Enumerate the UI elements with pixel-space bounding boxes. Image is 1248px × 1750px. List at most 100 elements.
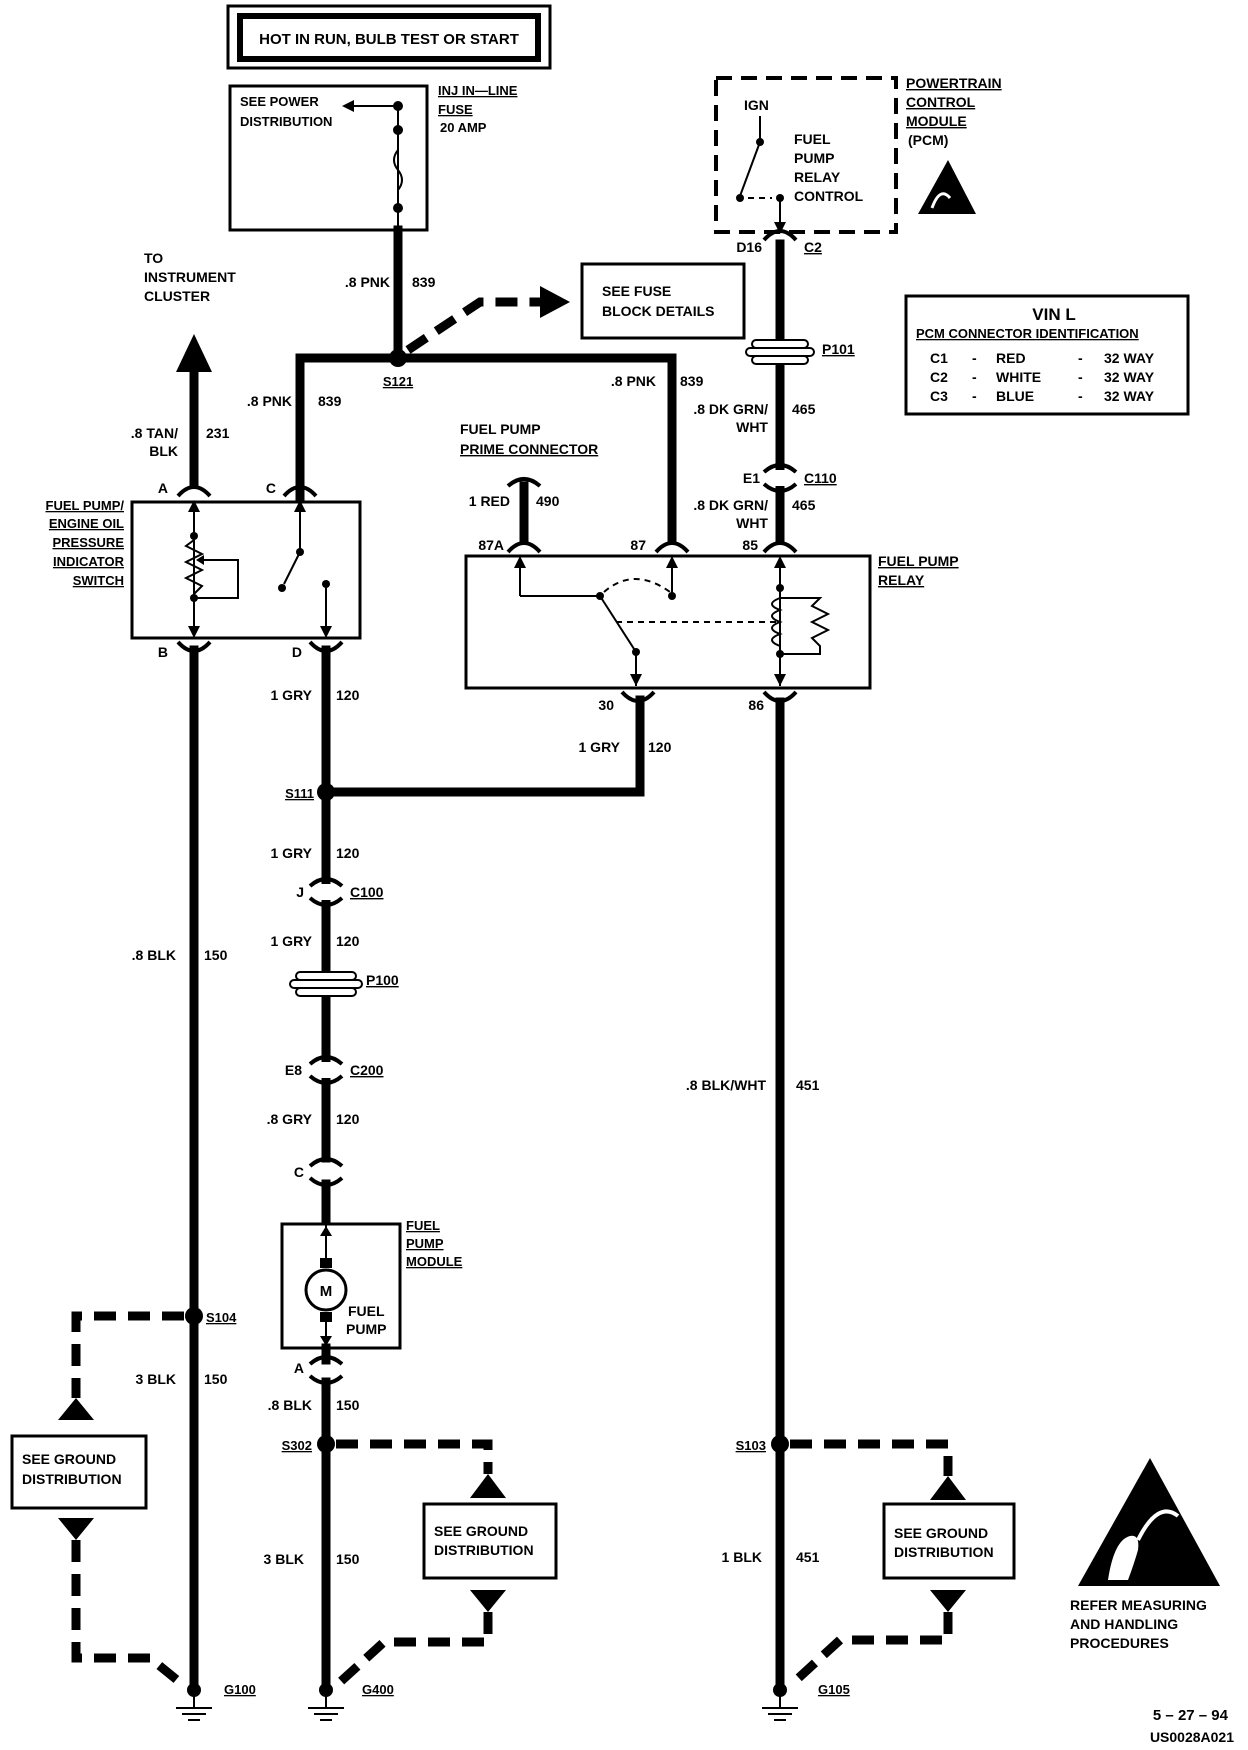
splice-label: S104: [206, 1310, 237, 1325]
wire-label: 120: [336, 1111, 360, 1127]
dashed-ground-link: [790, 1439, 953, 1476]
splice-label: S121: [383, 374, 413, 389]
vin-row: C1 - RED - 32 WAY: [930, 350, 1155, 366]
wire-label: 3 BLK: [264, 1551, 304, 1567]
fuse-icon: [393, 149, 403, 191]
dashed-ground-link: [71, 1540, 185, 1688]
wire-label: 3 BLK: [136, 1371, 176, 1387]
wire-label: 150: [204, 1371, 228, 1387]
wire-label: .8 GRY: [267, 1111, 313, 1127]
fuse-rating: 20 AMP: [440, 120, 487, 135]
triangle-down-icon: [58, 1518, 94, 1540]
wire-label: WHT: [736, 515, 768, 531]
connector-c100: [308, 877, 344, 907]
pump-label: PUMP: [346, 1321, 386, 1337]
splice-label: S302: [282, 1438, 312, 1453]
fuel-pump-relay: 87A 87 85 30 86: [464, 537, 872, 713]
svg-text:RED: RED: [996, 350, 1026, 366]
wire-label: BLK: [149, 443, 178, 459]
pin-label: J: [296, 884, 304, 900]
connector-pump-c: [308, 1157, 344, 1187]
triangle-up-icon: [930, 1476, 966, 1500]
esd-label: PROCEDURES: [1070, 1635, 1169, 1651]
wire-label: 839: [412, 274, 436, 290]
dashed-ground-link: [334, 1612, 493, 1688]
ground-id: G400: [362, 1682, 394, 1697]
pcm-box: IGN FUEL PUMP RELAY CONTROL: [714, 76, 898, 234]
see-ground-box-3: SEE GROUND DISTRIBUTION: [882, 1502, 1016, 1580]
ground-g400-icon: [308, 1696, 344, 1721]
switch-label: SWITCH: [73, 573, 124, 588]
pin-label: E8: [285, 1062, 302, 1078]
vin-subtitle: PCM CONNECTOR IDENTIFICATION: [916, 326, 1139, 341]
pcm-switch-icon: [739, 141, 761, 197]
arrow-left-icon: [342, 100, 354, 112]
pin-label: A: [158, 480, 168, 496]
pin-label: C: [266, 480, 276, 496]
oil-pressure-switch: A C B D: [130, 480, 362, 660]
relay-label: RELAY: [878, 572, 925, 588]
dashed-ground-link: [71, 1311, 184, 1398]
wire-label: 231: [206, 425, 230, 441]
see-fuse-block-box: SEE FUSE BLOCK DETAILS: [580, 262, 746, 340]
fuse-block-label: BLOCK DETAILS: [602, 303, 715, 319]
wire-label: 451: [796, 1077, 820, 1093]
switch-label: INDICATOR: [53, 554, 125, 569]
pcm-label: (PCM): [908, 132, 948, 148]
pcm-label: CONTROL: [906, 94, 976, 110]
wire-label: 1 GRY: [271, 845, 313, 861]
connector-label: C100: [350, 884, 384, 900]
wire-label: 839: [680, 373, 704, 389]
wire-label: 1 GRY: [579, 739, 621, 755]
wire-label: 465: [792, 401, 816, 417]
pump-label: FUEL: [348, 1303, 385, 1319]
triangle-up-icon: [58, 1398, 94, 1420]
wire-label: 120: [336, 687, 360, 703]
svg-text:-: -: [972, 388, 977, 404]
switch-contact-icon: [283, 551, 301, 585]
connector-c110: [762, 463, 798, 493]
triangle-down-icon: [470, 1590, 506, 1612]
wire-label: .8 DK GRN/: [693, 497, 768, 513]
fuse-word: FUSE: [438, 102, 473, 117]
prime-label: PRIME CONNECTOR: [460, 441, 598, 457]
pcm-connector-icon: [762, 229, 798, 242]
pin-label: 85: [742, 537, 758, 553]
connector-label: C110: [804, 470, 837, 486]
wire-label: 1 GRY: [271, 933, 313, 949]
svg-text:WHITE: WHITE: [996, 369, 1041, 385]
ground-label: SEE GROUND: [894, 1525, 988, 1541]
footer-date: 5 – 27 – 94: [1153, 1707, 1229, 1724]
see-ground-box-2: SEE GROUND DISTRIBUTION: [422, 1502, 558, 1580]
connector-label: C200: [350, 1062, 384, 1078]
wire-839-bus: [295, 353, 677, 545]
esd-small-icon: [918, 160, 976, 214]
passthrough-p101: [745, 339, 815, 365]
svg-text:C1: C1: [930, 350, 948, 366]
svg-text:-: -: [1078, 350, 1083, 366]
distribution-label: DISTRIBUTION: [240, 114, 332, 129]
instrument-label: INSTRUMENT: [144, 269, 236, 285]
vin-title: VIN L: [1032, 305, 1075, 324]
motor-icon: [304, 1268, 348, 1312]
svg-text:-: -: [972, 350, 977, 366]
svg-text:C3: C3: [930, 388, 948, 404]
vin-row: C2 - WHITE - 32 WAY: [930, 369, 1155, 385]
footer-code: US0028A021: [1150, 1729, 1234, 1745]
pin-label: C: [294, 1164, 304, 1180]
prime-label: FUEL PUMP: [460, 421, 541, 437]
wire-label: .8 TAN/: [131, 425, 178, 441]
arrow-up-icon: [176, 334, 212, 372]
pcm-label: POWERTRAIN: [906, 75, 1002, 91]
resistor-icon: [183, 539, 205, 595]
wire-label: .8 BLK: [132, 947, 176, 963]
module-label: MODULE: [406, 1254, 463, 1269]
ground-g100-icon: [176, 1696, 212, 1721]
pcm-label: MODULE: [906, 113, 967, 129]
switch-label: PRESSURE: [52, 535, 124, 550]
wire-label: .8 PNK: [611, 373, 656, 389]
pin-label: 87A: [478, 537, 504, 553]
switch-label: FUEL PUMP/: [46, 498, 125, 513]
wire-label: 120: [336, 933, 360, 949]
